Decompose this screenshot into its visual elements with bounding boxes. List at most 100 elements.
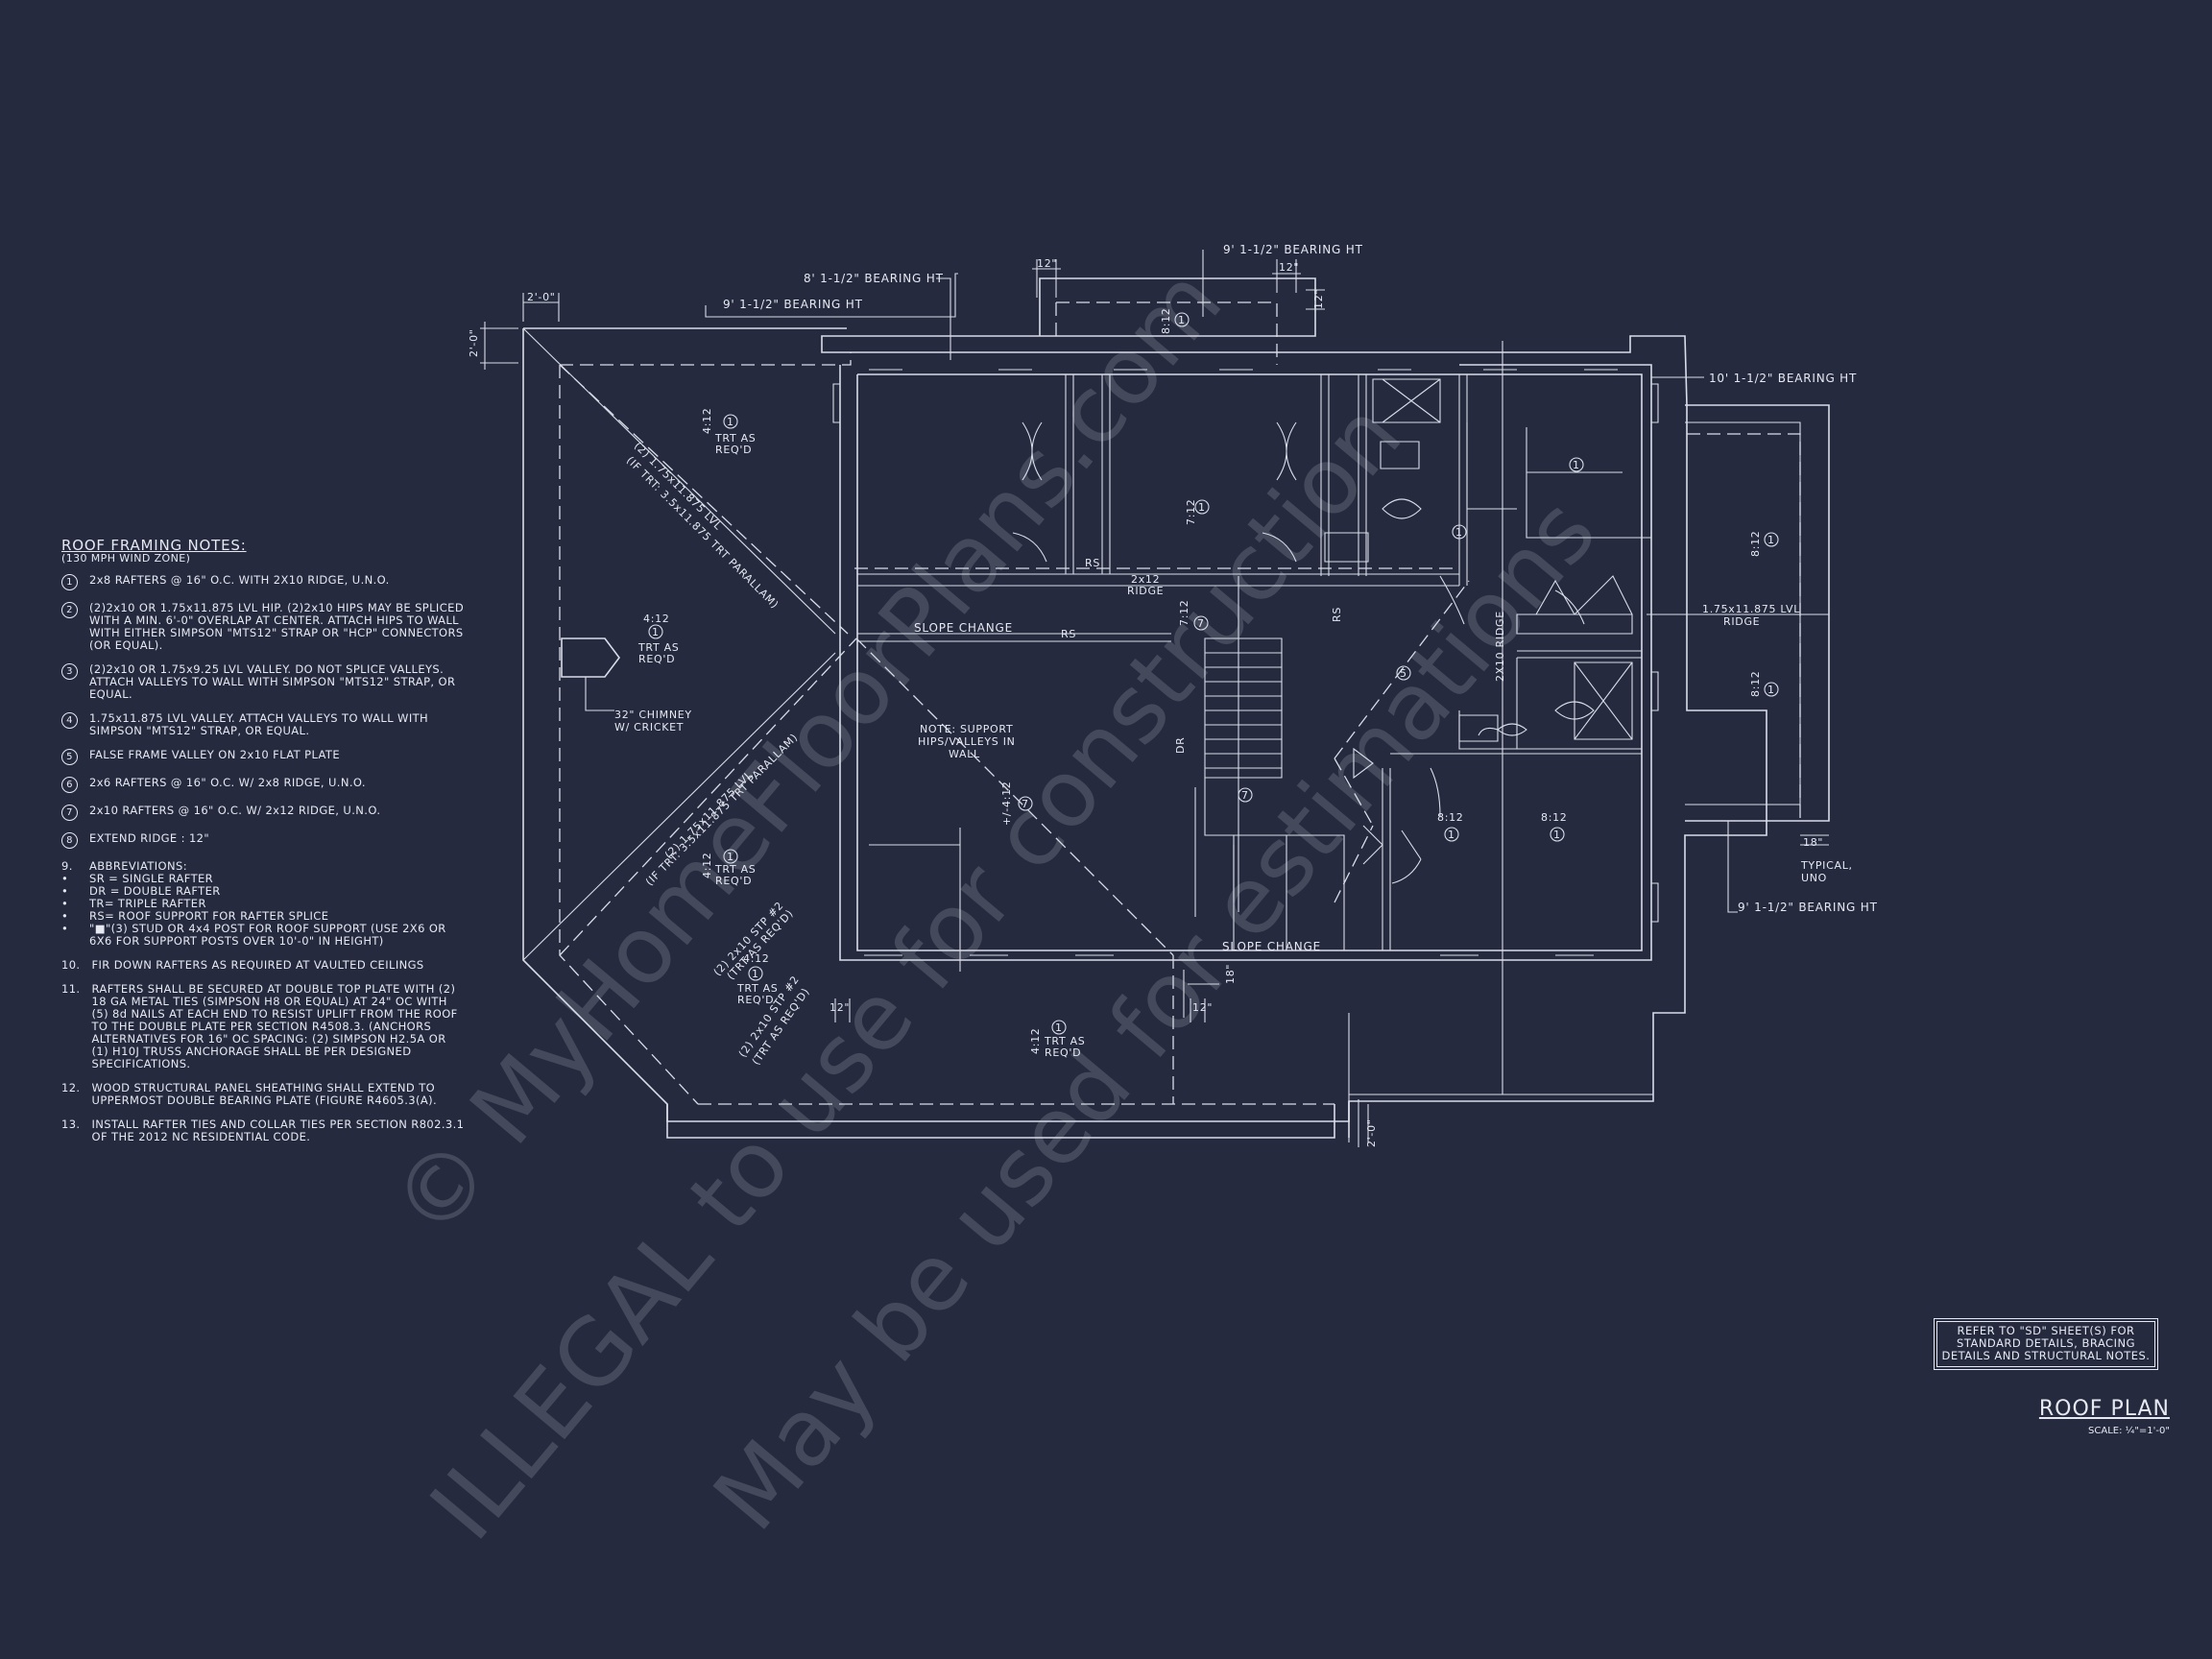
pitch-top-left: 4:12 bbox=[701, 407, 713, 434]
note-marker bbox=[1051, 1020, 1067, 1035]
dimension-lines bbox=[480, 250, 1829, 1147]
marker-number: 7 bbox=[1197, 617, 1205, 630]
dim-12-b: 12" bbox=[1279, 261, 1299, 274]
hip-valley-lines bbox=[522, 327, 1470, 1104]
pitch-bed-right: 8:12 bbox=[1541, 811, 1568, 824]
trt-label: TRT AS bbox=[714, 432, 757, 445]
marker-number: 1 bbox=[1767, 534, 1775, 546]
pitch-hall: 7:12 bbox=[1178, 599, 1190, 626]
note-text: (2)2x10 OR 1.75x11.875 LVL HIP. (2)2x10 … bbox=[89, 601, 465, 652]
marker-number: 1 bbox=[727, 416, 734, 428]
note-marker bbox=[723, 414, 738, 429]
drawing-scale: SCALE: ¼"=1'-0" bbox=[2088, 1426, 2170, 1436]
marker-number: 1 bbox=[1198, 501, 1206, 514]
roof-framing-notes: ROOF FRAMING NOTES: (130 MPH WIND ZONE) … bbox=[61, 537, 465, 1155]
notes-title: ROOF FRAMING NOTES: bbox=[61, 537, 247, 554]
dim-12-e: 12" bbox=[1192, 1001, 1213, 1014]
pitch-right-upper: 8:12 bbox=[1749, 530, 1762, 557]
hip-lvl-label: (2) 1.75x11.875 LVL bbox=[632, 440, 725, 533]
dim-18-b: 18" bbox=[1803, 836, 1823, 849]
bearing-height-9a: 9' 1-1/2" BEARING HT bbox=[723, 298, 863, 311]
note-marker bbox=[1764, 532, 1779, 547]
note-number: 3 bbox=[61, 663, 78, 680]
bearing-height-8: 8' 1-1/2" BEARING HT bbox=[804, 272, 944, 285]
ridge-lines bbox=[869, 427, 1829, 1018]
bearing-height-10: 10' 1-1/2" BEARING HT bbox=[1709, 372, 1857, 385]
rs-label: RS bbox=[1331, 607, 1343, 622]
bearing-height-9b: 9' 1-1/2" BEARING HT bbox=[1223, 243, 1363, 256]
abbreviation-text: TR= TRIPLE RAFTER bbox=[89, 897, 206, 910]
note-marker bbox=[1569, 457, 1584, 472]
note-item: 12. WOOD STRUCTURAL PANEL SHEATHING SHALL… bbox=[61, 1082, 465, 1107]
reqd-label: REQ'D bbox=[715, 875, 752, 887]
pitch-chimney: 4:12 bbox=[643, 613, 670, 625]
note-marker bbox=[648, 624, 663, 639]
note-item: 3(2)2x10 OR 1.75x9.25 LVL VALLEY. DO NOT… bbox=[61, 663, 465, 701]
drawing-title: ROOF PLAN bbox=[2038, 1397, 2170, 1421]
pitch-left-bottom: 4:12 bbox=[743, 952, 770, 965]
note-number: 9. bbox=[61, 859, 73, 873]
note-number: 4 bbox=[61, 712, 78, 729]
reqd-label: REQ'D bbox=[1045, 1046, 1081, 1059]
marker-number: 1 bbox=[1573, 459, 1580, 471]
marker-number: 5 bbox=[1400, 667, 1407, 680]
note-number: 7 bbox=[61, 805, 78, 821]
note-marker bbox=[1194, 499, 1210, 515]
abbreviation-text: DR = DOUBLE RAFTER bbox=[89, 884, 221, 898]
note-text: FIR DOWN RAFTERS AS REQUIRED AT VAULTED … bbox=[91, 958, 424, 972]
dim-12-c: 12" bbox=[1312, 289, 1325, 309]
note-marker bbox=[1550, 827, 1565, 842]
abbreviations-heading: 9.ABBREVIATIONS: bbox=[61, 860, 465, 873]
note-text: 2x6 RAFTERS @ 16" O.C. W/ 2x8 RIDGE, U.N… bbox=[89, 776, 366, 789]
abbreviation-text: RS= ROOF SUPPORT FOR RAFTER SPLICE bbox=[89, 909, 329, 923]
note-marker bbox=[1764, 682, 1779, 697]
trt-label: TRT AS bbox=[637, 641, 680, 654]
note-number: 12. bbox=[61, 1081, 81, 1094]
note-text: WOOD STRUCTURAL PANEL SHEATHING SHALL EX… bbox=[91, 1081, 438, 1107]
note-number: 8 bbox=[61, 832, 78, 849]
note-marker bbox=[1444, 827, 1459, 842]
note-number: 2 bbox=[61, 602, 78, 618]
abbreviation-list: SR = SINGLE RAFTER DR = DOUBLE RAFTER TR… bbox=[61, 873, 465, 948]
note-marker bbox=[748, 966, 763, 981]
abbreviation-text: "■"(3) STUD OR 4x4 POST FOR ROOF SUPPORT… bbox=[89, 922, 446, 948]
chimney bbox=[561, 637, 620, 711]
pitch-left-lower: 4:12 bbox=[701, 852, 713, 878]
trt-label: TRT AS bbox=[736, 982, 779, 995]
abbreviation-item: RS= ROOF SUPPORT FOR RAFTER SPLICE bbox=[61, 910, 465, 923]
note-text: RAFTERS SHALL BE SECURED AT DOUBLE TOP P… bbox=[91, 982, 458, 1070]
marker-number: 1 bbox=[1055, 1022, 1063, 1034]
trt-label: TRT AS bbox=[1044, 1035, 1086, 1047]
marker-number: 1 bbox=[1767, 684, 1775, 696]
pitch-right-lower: 8:12 bbox=[1749, 670, 1762, 697]
dim-2-0-top: 2'-0" bbox=[527, 291, 556, 303]
note-item: 10.FIR DOWN RAFTERS AS REQUIRED AT VAULT… bbox=[61, 959, 465, 972]
note-marker bbox=[1193, 615, 1209, 631]
marker-number: 1 bbox=[752, 968, 759, 980]
note-number: 5 bbox=[61, 749, 78, 765]
ridge-label: RIDGE bbox=[1127, 585, 1164, 597]
note-number: 13. bbox=[61, 1118, 81, 1131]
note-marker bbox=[1018, 796, 1033, 811]
lvl-ridge-label: RIDGE bbox=[1723, 615, 1760, 628]
abbreviation-item: SR = SINGLE RAFTER bbox=[61, 873, 465, 885]
marker-number: 7 bbox=[1022, 798, 1029, 810]
bearing-height-9c: 9' 1-1/2" BEARING HT bbox=[1738, 901, 1878, 914]
abbreviation-item: TR= TRIPLE RAFTER bbox=[61, 898, 465, 910]
pitch-top-center: 8:12 bbox=[1160, 307, 1172, 334]
note-marker bbox=[1396, 665, 1411, 681]
dim-2-0-bottom: 2'-0" bbox=[1365, 1118, 1378, 1147]
reqd-label: REQ'D bbox=[737, 994, 774, 1006]
ridge-size: 2x12 bbox=[1131, 573, 1160, 586]
support-note-2: HIPS/VALLEYS IN bbox=[918, 735, 1016, 748]
note-item: 6 2x6 RAFTERS @ 16" O.C. W/ 2x8 RIDGE, U.… bbox=[61, 777, 465, 793]
note-number: 11. bbox=[61, 982, 81, 996]
marker-number: 1 bbox=[1553, 829, 1561, 841]
marker-number: 7 bbox=[1241, 789, 1249, 802]
note-number: 6 bbox=[61, 777, 78, 793]
